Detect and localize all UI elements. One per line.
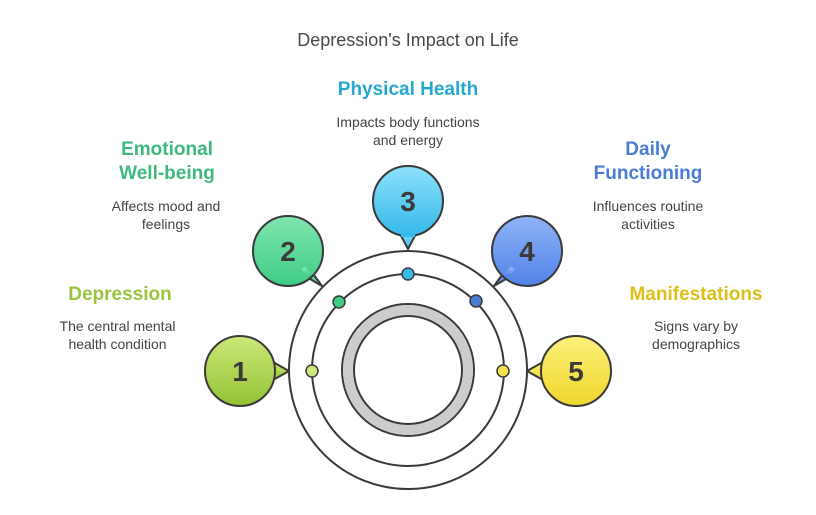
bubble-3-number: 3 (400, 186, 416, 217)
item-2-heading: Emotional Well-being (119, 139, 215, 184)
item-5-description: Signs vary by demographics (652, 318, 740, 352)
inner-ring-band (343, 305, 473, 435)
item-3-description: Impacts body functions and energy (336, 114, 480, 148)
bubble-4: 4 (491, 215, 563, 287)
inner-ring-outer-edge (341, 303, 475, 437)
item-4-heading: Daily Functioning (593, 139, 703, 184)
marker-dot-1 (305, 364, 319, 378)
bubble-5: 5 (526, 335, 612, 407)
marker-dot-4 (469, 294, 483, 308)
item-4-description: Influences routine activities (592, 198, 704, 232)
item-2-description: Affects mood and feelings (111, 198, 221, 232)
bubble-5-number: 5 (568, 356, 584, 387)
item-1-description: The central mental health condition (59, 318, 176, 352)
bubble-1-number: 1 (232, 356, 248, 387)
bubble-1: 1 (204, 335, 290, 407)
bubble-2-number: 2 (280, 236, 296, 267)
bubble-4-number: 4 (519, 236, 535, 267)
diagram-title: Depression's Impact on Life (297, 30, 519, 50)
inner-ring-inner-edge (353, 315, 463, 425)
item-1-heading: Depression (68, 284, 172, 305)
item-5-heading: Manifestations (629, 284, 763, 305)
marker-dot-2 (332, 295, 346, 309)
marker-dot-3 (401, 267, 415, 281)
marker-dot-5 (496, 364, 510, 378)
item-3-heading: Physical Health (337, 79, 479, 100)
bubble-2: 2 (252, 215, 324, 287)
bubble-3: 3 (372, 165, 444, 250)
